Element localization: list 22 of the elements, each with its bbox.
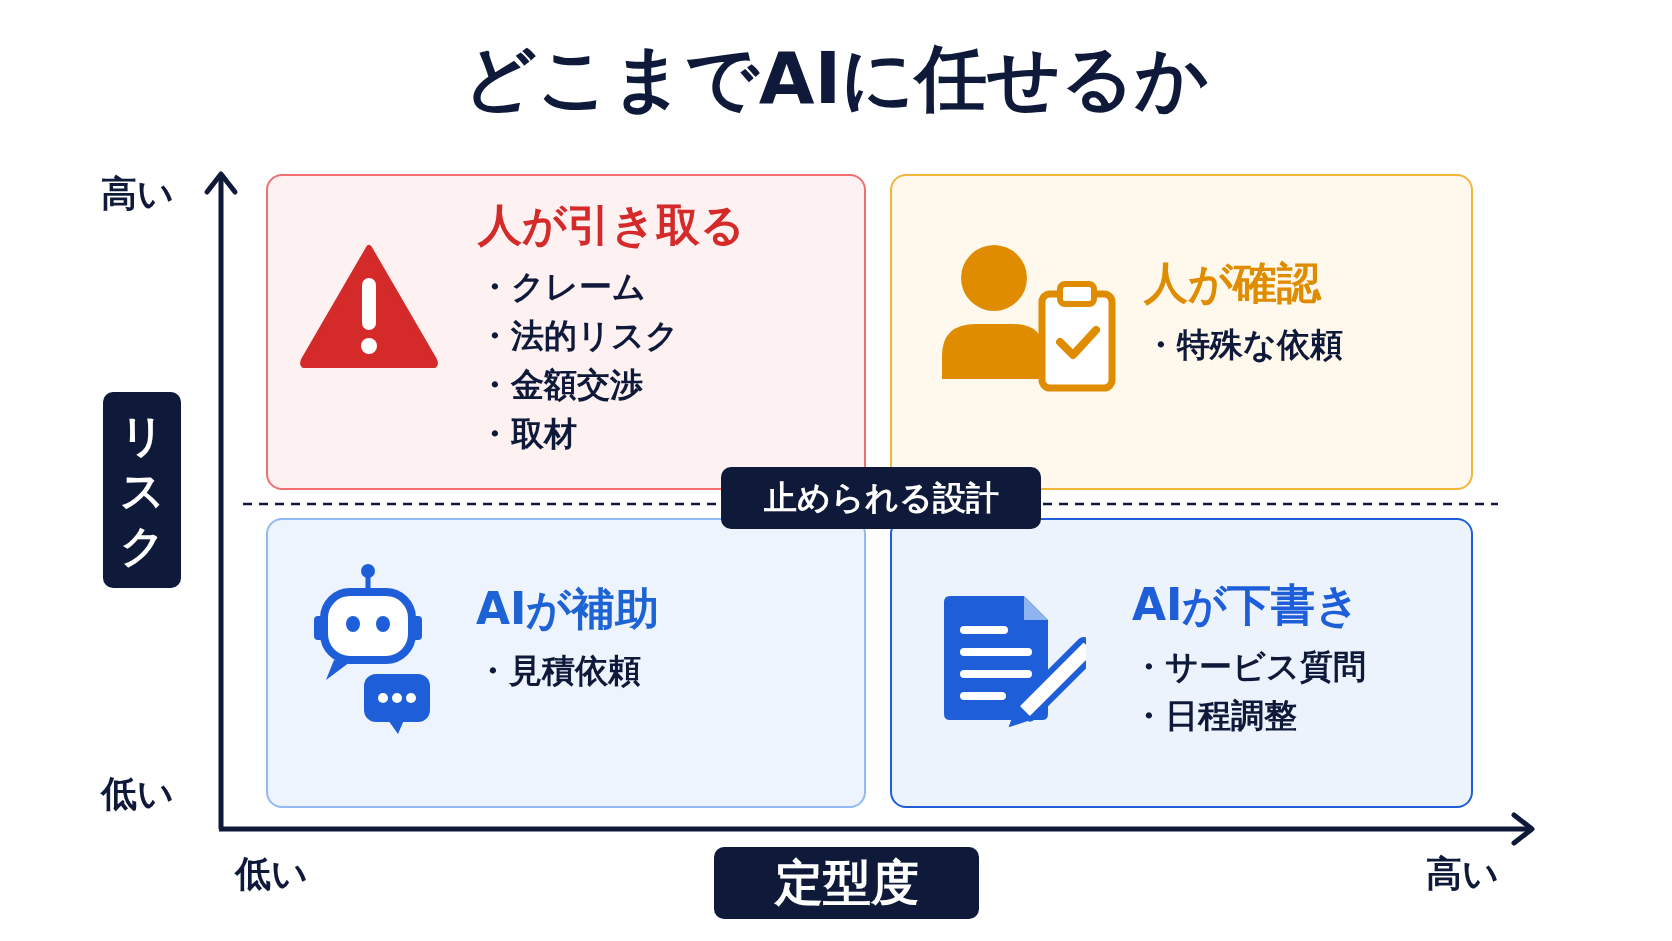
quadrant-title: AIが下書き: [1132, 578, 1362, 632]
quadrant-title: AIが補助: [476, 582, 660, 636]
quadrant-panel: [890, 518, 1473, 808]
quadrant-title: 人が確認: [1144, 256, 1323, 310]
axis-label: 高い: [1426, 852, 1499, 896]
axis-title: リスク: [103, 392, 181, 588]
list-item: ・取材: [478, 413, 578, 455]
list-item: ・金額交渉: [478, 364, 644, 406]
list-item: ・特殊な依頼: [1144, 324, 1343, 366]
list-item: ・サービス質問: [1132, 646, 1366, 688]
axis-label: 低い: [235, 852, 308, 896]
list-item: ・見積依頼: [476, 650, 642, 692]
list-item: ・法的リスク: [478, 315, 680, 357]
quadrant-title: 人が引き取る: [478, 198, 745, 252]
list-item: ・日程調整: [1132, 695, 1298, 737]
axis-label: 低い: [101, 772, 174, 816]
list-item: ・クレーム: [478, 266, 647, 308]
axis-label: 高い: [101, 172, 174, 216]
title: どこまでAIに任せるか: [461, 35, 1211, 122]
axis-title: 定型度: [714, 847, 979, 919]
quadrant-panel: [266, 518, 866, 808]
banner-label: 止められる設計: [721, 467, 1041, 529]
